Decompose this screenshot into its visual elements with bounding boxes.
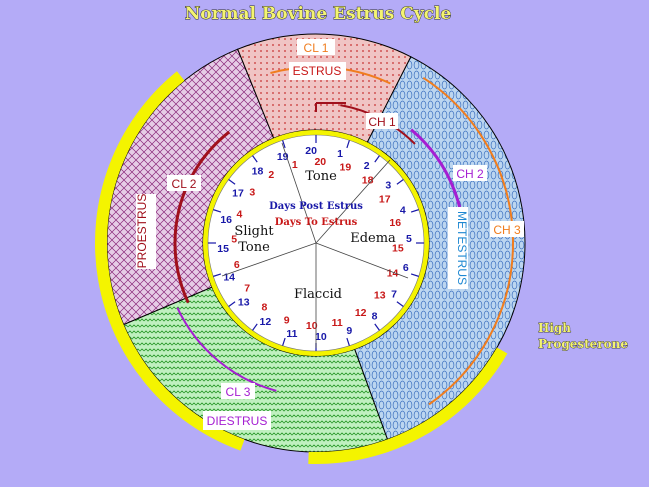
day-post-estrus-number: 11 <box>286 328 297 340</box>
diestrus-label-box <box>203 411 271 430</box>
day-to-estrus-number: 1 <box>292 159 298 171</box>
day-post-estrus-number: 12 <box>260 316 272 328</box>
days-to-estrus-label: Days To Estrus <box>275 217 358 228</box>
day-post-estrus-number: 4 <box>400 205 406 217</box>
day-tick <box>228 179 236 185</box>
day-post-estrus-number: 9 <box>346 325 352 337</box>
day-post-estrus-number: 18 <box>252 166 264 178</box>
day-to-estrus-number: 13 <box>374 290 386 302</box>
day-post-estrus-number: 8 <box>372 310 378 322</box>
tone-label: Tone <box>305 169 337 184</box>
slight-tone-label: Tone <box>238 240 270 255</box>
metestrus-label-box <box>448 207 468 289</box>
day-to-estrus-number: 9 <box>284 315 290 327</box>
day-post-estrus-number: 1 <box>337 148 343 160</box>
estrus-label-box <box>289 62 346 80</box>
day-tick <box>346 337 350 346</box>
proestrus-label: PROESTRUS <box>135 194 149 269</box>
day-post-estrus-number: 19 <box>277 151 289 163</box>
day-to-estrus-number: 3 <box>249 186 255 198</box>
day-tick <box>228 301 236 307</box>
progesterone-band-left <box>94 71 245 451</box>
progesterone-band-right <box>308 347 508 464</box>
day-post-estrus-number: 10 <box>315 331 327 343</box>
cl2-label-box <box>167 175 201 191</box>
cl1-label-box <box>297 39 335 55</box>
day-tick <box>213 209 222 213</box>
day-to-estrus-number: 4 <box>237 209 243 221</box>
day-tick <box>410 209 419 213</box>
day-tick <box>410 273 419 277</box>
cl3-label-box <box>221 383 255 399</box>
edema-label: Edema <box>350 231 396 246</box>
day-to-estrus-number: 12 <box>355 307 367 319</box>
flaccid-label: Flaccid <box>294 287 342 302</box>
tone-sector-lines <box>221 142 409 348</box>
cl2-label: CL 2 <box>172 177 197 191</box>
high-progesterone-line2: Progesterone <box>538 337 628 351</box>
day-tick <box>252 323 258 331</box>
ch1-label: CH 1 <box>368 115 396 129</box>
day-to-estrus-number: 8 <box>261 302 267 314</box>
day-tick <box>282 337 286 346</box>
day-to-estrus-number: 5 <box>231 234 237 246</box>
ch2-label: CH 2 <box>456 167 484 181</box>
day-to-estrus-number: 7 <box>244 283 250 295</box>
day-tick <box>252 155 258 163</box>
proestrus-label-box <box>136 194 156 269</box>
days-post-estrus-label: Days Post Estrus <box>269 201 363 212</box>
day-to-estrus-number: 20 <box>314 156 326 168</box>
ch1-label-box <box>366 113 398 129</box>
ch2-label-box <box>453 165 487 181</box>
metestrus-label: METESTRUS <box>455 211 469 285</box>
day-post-estrus-number: 15 <box>217 243 229 255</box>
day-to-estrus-number: 14 <box>387 267 399 279</box>
cl1-label: CL 1 <box>304 41 329 55</box>
high-progesterone-line1: High <box>538 321 571 335</box>
day-tick <box>396 179 404 185</box>
dial-ticks <box>208 135 424 351</box>
slight-label: Slight <box>234 224 274 239</box>
diestrus-label: DIESTRUS <box>207 414 268 428</box>
day-tick <box>374 155 380 163</box>
cl3-arc <box>176 307 277 392</box>
day-post-estrus-number: 14 <box>223 271 235 283</box>
day-tick <box>213 273 222 277</box>
day-post-estrus-number: 13 <box>238 297 250 309</box>
ch3-label-box <box>490 221 524 237</box>
day-post-estrus-number: 16 <box>220 214 232 226</box>
day-to-estrus-number: 16 <box>389 217 401 229</box>
day-tick <box>396 301 404 307</box>
day-tick <box>374 323 380 331</box>
cl2-arc <box>173 130 231 304</box>
day-tick <box>282 140 286 149</box>
day-post-estrus-number: 6 <box>403 262 409 274</box>
ch3-label: CH 3 <box>493 223 521 237</box>
day-to-estrus-number: 11 <box>332 317 343 329</box>
day-post-estrus-number: 5 <box>406 233 412 245</box>
day-post-estrus-number: 20 <box>305 145 317 157</box>
day-post-estrus-number: 7 <box>391 289 397 301</box>
day-post-estrus-number: 17 <box>232 187 244 199</box>
day-to-estrus-number: 19 <box>340 161 352 173</box>
diagram-title: Normal Bovine Estrus Cycle <box>185 4 452 24</box>
day-to-estrus-number: 17 <box>379 193 391 205</box>
day-post-estrus-number: 2 <box>364 160 370 172</box>
day-post-estrus-number: 3 <box>385 179 391 191</box>
day-to-estrus-number: 6 <box>234 259 240 271</box>
cl3-label: CL 3 <box>226 385 251 399</box>
day-to-estrus-number: 2 <box>268 169 274 181</box>
day-to-estrus-number: 18 <box>362 174 374 186</box>
estrus-label: ESTRUS <box>293 64 342 78</box>
day-tick <box>346 140 350 149</box>
ch3-arc <box>422 76 514 406</box>
day-to-estrus-number: 10 <box>306 320 318 332</box>
day-to-estrus-number: 15 <box>392 242 404 254</box>
